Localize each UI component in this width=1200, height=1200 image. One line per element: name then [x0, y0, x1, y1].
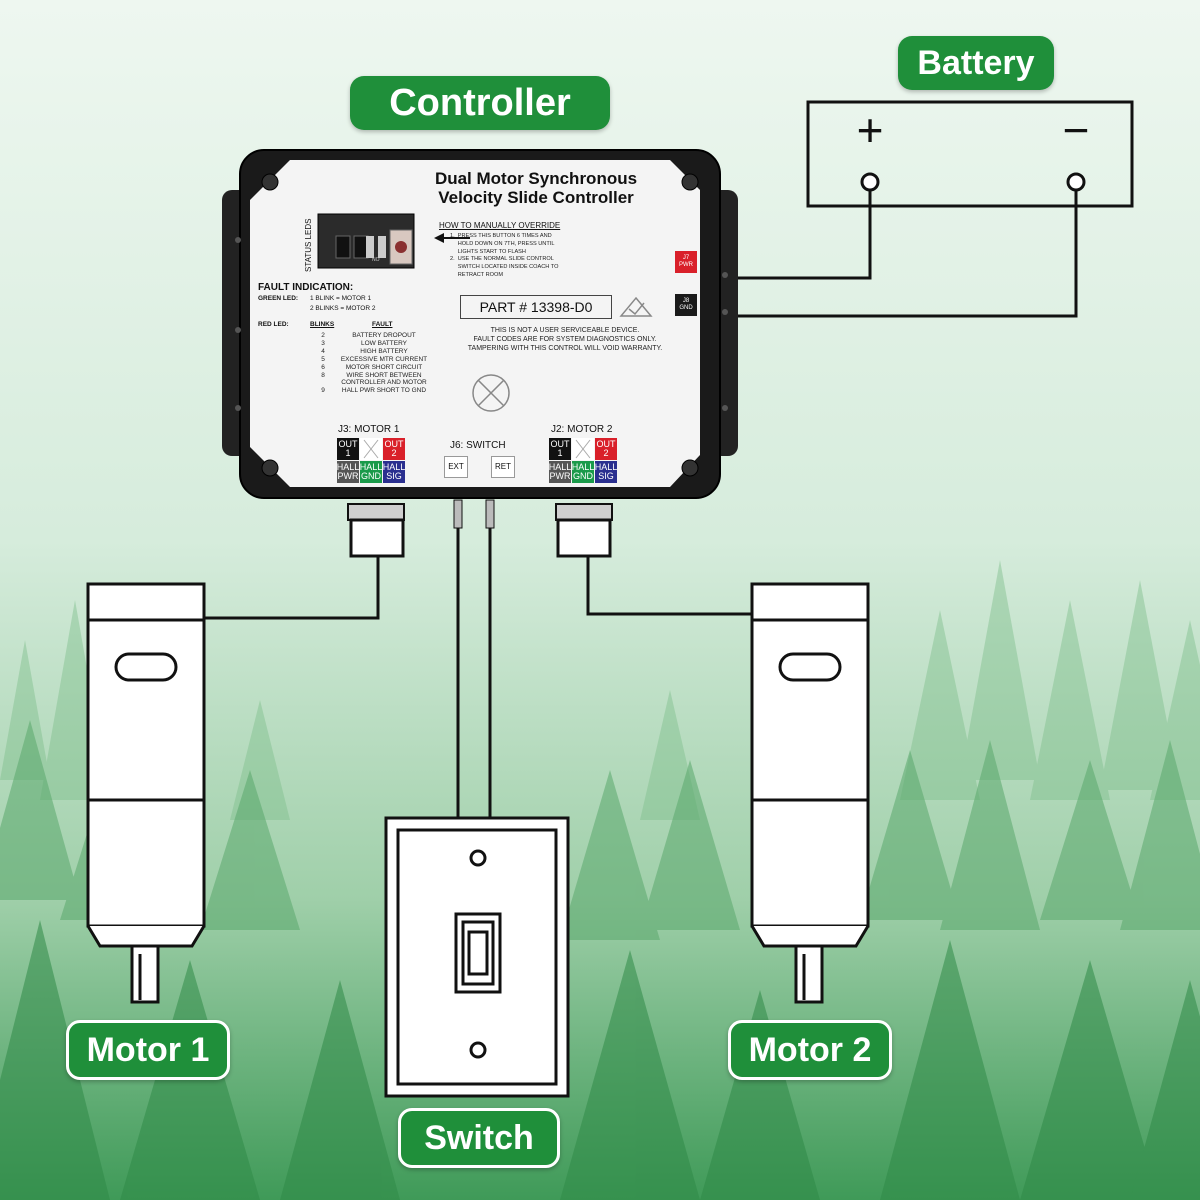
- green-led-label: GREEN LED:: [258, 295, 299, 302]
- j3-unused-pin-icon: [363, 439, 379, 459]
- controller-label: Controller: [350, 76, 610, 130]
- fault-code-row: 4 HIGH BATTERY: [312, 348, 442, 356]
- j3-pin-hall-pwr: HALL PWR: [336, 461, 360, 483]
- j3-pin-hall-sig: HALL SIG: [382, 461, 406, 483]
- fault-code-row: CONTROLLER AND MOTOR: [312, 379, 442, 387]
- warning-line: TAMPERING WITH THIS CONTROL WILL VOID WA…: [467, 345, 663, 352]
- battery-positive-sign: +: [856, 104, 884, 156]
- battery-positive-terminal: [860, 172, 880, 192]
- blinks-heading: BLINKS: [310, 321, 335, 328]
- j3-pin-grid: OUT 1 OUT 2 HALL PWR HALL GND HALL SIG: [337, 438, 406, 484]
- certification-mark-icon: [619, 296, 653, 317]
- fault-blinks: 3: [321, 339, 325, 347]
- x-circle-symbol: [472, 374, 510, 412]
- fault-blinks: 4: [321, 347, 325, 355]
- fault-heading: FAULT INDICATION:: [258, 282, 354, 293]
- battery-label: Battery: [898, 36, 1054, 90]
- motor1-plug: [349, 518, 405, 558]
- fault-description: HALL PWR SHORT TO GND: [341, 387, 427, 395]
- override-step-line: 1. PRESS THIS BUTTON 6 TIMES AND: [450, 233, 552, 239]
- battery-negative-sign: −: [1062, 104, 1090, 156]
- ret-button: RET: [491, 456, 515, 478]
- j2-pin-empty: [572, 438, 594, 460]
- fault-description: CONTROLLER AND MOTOR: [341, 379, 427, 387]
- fault-blinks: [312, 379, 334, 387]
- fault-description: BATTERY DROPOUT: [352, 332, 416, 339]
- j3-pin-out2: OUT 2: [383, 438, 405, 460]
- fault-blinks: 2: [321, 332, 325, 339]
- override-step-line: RETRACT ROOM: [450, 271, 504, 278]
- j2-pin-out1: OUT 1: [549, 438, 571, 460]
- j2-pin-out2: OUT 2: [595, 438, 617, 460]
- battery-box: [806, 100, 1134, 208]
- status-leds-label: STATUS LEDS: [304, 218, 313, 273]
- fault-code-row: 9 HALL PWR SHORT TO GND: [312, 387, 442, 395]
- warning-line: FAULT CODES ARE FOR SYSTEM DIAGNOSTICS O…: [473, 336, 657, 343]
- motor2-wire: [586, 556, 752, 616]
- motor1-drawing: [86, 582, 206, 1004]
- motor2-plug: [556, 518, 612, 558]
- fault-blinks: 9: [321, 387, 325, 395]
- j7-pwr-badge: J7 PWR: [675, 251, 697, 273]
- panel-title-line1: Dual Motor Synchronous: [434, 169, 638, 188]
- green-led-code-1: 1 BLINK = MOTOR 1: [310, 295, 372, 302]
- battery-positive-wire: [735, 190, 872, 280]
- override-title: HOW TO MANUALLY OVERRIDE: [439, 221, 561, 230]
- dip-no-label: NO: [372, 257, 380, 263]
- fault-code-row: 6 MOTOR SHORT CIRCUIT: [312, 364, 442, 372]
- warning-text: THIS IS NOT A USER SERVICEABLE DEVICE. FA…: [440, 326, 690, 353]
- j2-pin-hall-gnd: HALL GND: [571, 461, 595, 483]
- switch-drawing: [384, 816, 570, 1098]
- fault-blinks: 8: [321, 371, 325, 379]
- fault-description: HIGH BATTERY: [360, 347, 408, 355]
- warning-line: THIS IS NOT A USER SERVICEABLE DEVICE.: [490, 327, 640, 334]
- j3-pin-out1: OUT 1: [337, 438, 359, 460]
- j2-unused-pin-icon: [575, 439, 591, 459]
- green-led-code-2: 2 BLINKS = MOTOR 2: [310, 305, 376, 312]
- switch-label: Switch: [398, 1108, 560, 1168]
- override-steps: 1. PRESS THIS BUTTON 6 TIMES AND HOLD DO…: [450, 233, 558, 280]
- j3-motor1-label: J3: MOTOR 1: [338, 424, 400, 435]
- override-step-line: HOLD DOWN ON 7TH, PRESS UNTIL: [450, 240, 555, 247]
- motor1-wire: [204, 556, 380, 620]
- part-number: PART # 13398-D0: [460, 295, 612, 319]
- fault-description: WIRE SHORT BETWEEN: [346, 371, 422, 379]
- j2-motor2-label: J2: MOTOR 2: [551, 424, 613, 435]
- fault-description: MOTOR SHORT CIRCUIT: [345, 363, 423, 371]
- override-step-line: 2. USE THE NORMAL SLIDE CONTROL: [450, 256, 554, 263]
- j2-pin-grid: OUT 1 OUT 2 HALL PWR HALL GND HALL SIG: [549, 438, 618, 484]
- motor2-drawing: [750, 582, 870, 1004]
- battery-negative-terminal: [1066, 172, 1086, 192]
- ext-button: EXT: [444, 456, 468, 478]
- j2-pin-hall-sig: HALL SIG: [594, 461, 618, 483]
- fault-col-heading: FAULT: [372, 321, 393, 328]
- j7-bottom: PWR: [679, 262, 693, 268]
- panel-title-line2: Velocity Slide Controller: [438, 188, 634, 207]
- fault-code-row: 5 EXCESSIVE MTR CURRENT: [312, 356, 442, 364]
- fault-description: LOW BATTERY: [361, 339, 407, 347]
- j2-pin-hall-pwr: HALL PWR: [548, 461, 572, 483]
- override-step-line: LIGHTS START TO FLASH: [450, 248, 526, 255]
- override-step-line: SWITCH LOCATED INSIDE COACH TO: [450, 264, 559, 271]
- j6-switch-label: J6: SWITCH: [450, 440, 506, 451]
- motor1-label: Motor 1: [66, 1020, 230, 1080]
- fault-code-row: 8 WIRE SHORT BETWEEN: [312, 372, 442, 380]
- fault-code-row: 2 BATTERY DROPOUT: [312, 332, 442, 340]
- j8-bottom: GND: [679, 305, 693, 311]
- fault-code-row: 3 LOW BATTERY: [312, 340, 442, 348]
- fault-blinks: 5: [321, 355, 325, 363]
- fault-code-table: 2 BATTERY DROPOUT 3 LOW BATTERY 4 HIGH BATTER…: [312, 332, 442, 395]
- motor2-label: Motor 2: [728, 1020, 892, 1080]
- battery-negative-wire: [735, 190, 1078, 318]
- j3-pin-empty: [360, 438, 382, 460]
- j7-top: J7: [682, 255, 690, 261]
- fault-description: EXCESSIVE MTR CURRENT: [340, 355, 428, 363]
- j8-gnd-badge: J8 GND: [675, 294, 697, 316]
- j8-top: J8: [682, 298, 690, 304]
- red-led-label: RED LED:: [258, 321, 289, 328]
- j3-pin-hall-gnd: HALL GND: [359, 461, 383, 483]
- fault-blinks: 6: [321, 363, 325, 371]
